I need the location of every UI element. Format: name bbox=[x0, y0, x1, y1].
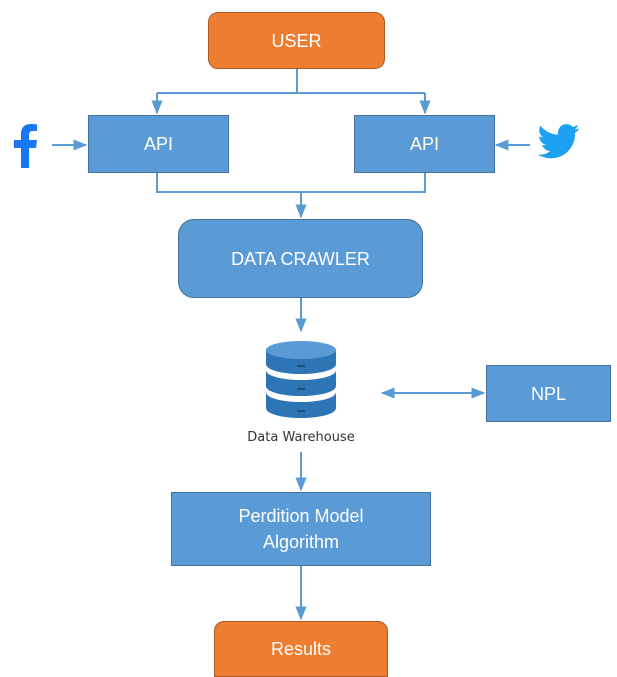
data-crawler-label: DATA CRAWLER bbox=[231, 248, 370, 269]
data-crawler-node: DATA CRAWLER bbox=[178, 219, 423, 298]
data-warehouse-label: Data Warehouse bbox=[247, 430, 355, 445]
api-right-label: API bbox=[409, 134, 439, 154]
user-to-apis-connector bbox=[157, 69, 425, 94]
api-left-label: API bbox=[143, 134, 173, 154]
model-label-line2: Algorithm bbox=[262, 532, 340, 552]
prediction-model-node: Perdition Model Algorithm bbox=[171, 492, 431, 566]
user-label: USER bbox=[271, 30, 322, 51]
facebook-icon bbox=[14, 124, 37, 168]
twitter-icon bbox=[538, 124, 580, 159]
apis-to-crawler-connector bbox=[156, 173, 426, 193]
npl-node: NPL bbox=[486, 365, 611, 422]
database-icon bbox=[266, 341, 336, 418]
model-label-line1: Perdition Model bbox=[238, 506, 364, 526]
results-node: Results bbox=[214, 621, 388, 677]
api-right-node: API bbox=[354, 115, 495, 173]
npl-label: NPL bbox=[530, 383, 566, 404]
user-node: USER bbox=[208, 12, 385, 69]
results-label: Results bbox=[270, 639, 332, 659]
api-left-node: API bbox=[88, 115, 229, 173]
